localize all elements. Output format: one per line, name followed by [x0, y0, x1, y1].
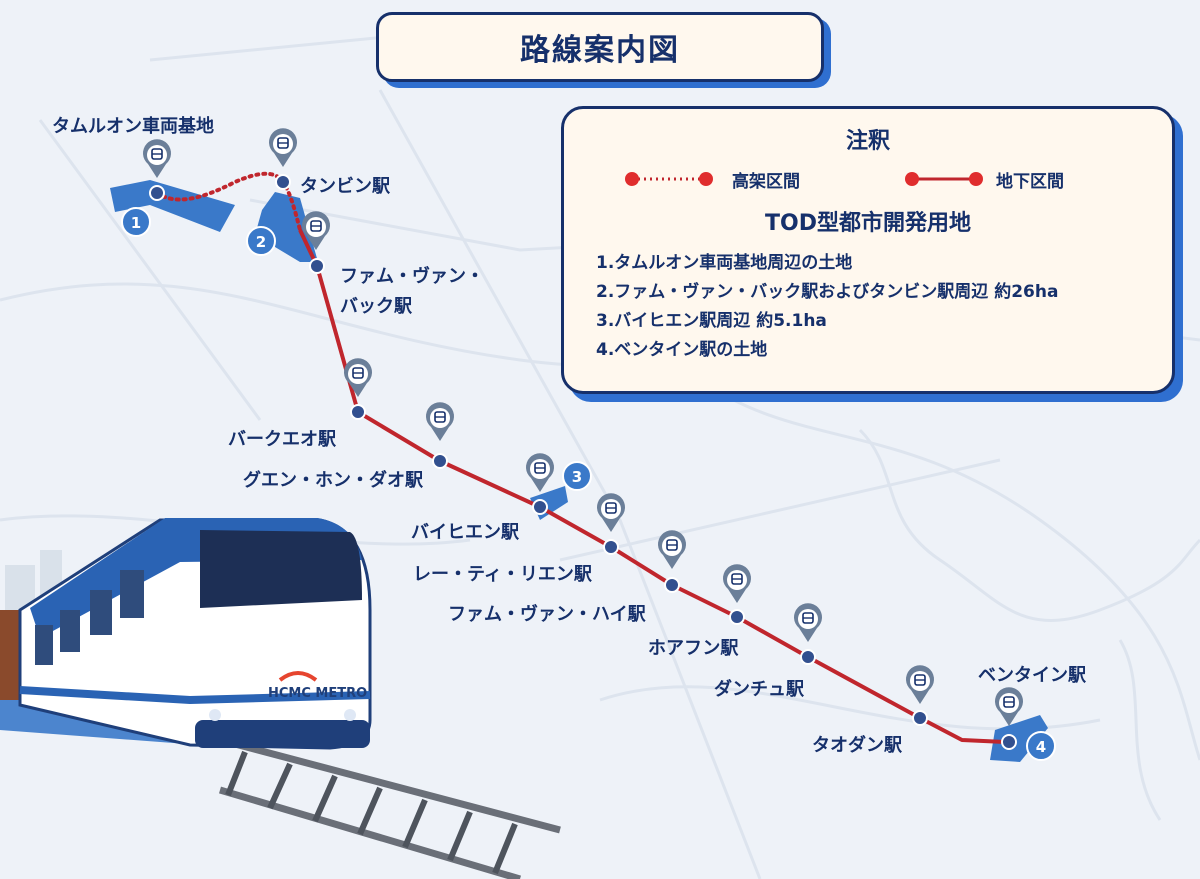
station-label-phamvanhai: ファム・ヴァン・ハイ駅: [448, 604, 646, 625]
tod-areas: [110, 180, 1048, 762]
metro-train-pin-icon: [426, 402, 454, 441]
station-dot-hoahung: [729, 609, 745, 625]
train-stripe: [19, 686, 371, 705]
tod-marker-2: 2: [246, 226, 276, 256]
underground-legend-label: 地下区間: [996, 172, 1064, 192]
tod-area-4: [990, 715, 1048, 762]
tod-marker-3-label: 3: [572, 468, 582, 486]
train-logo-text: HCMC METRO: [268, 686, 367, 701]
tod-marker-4-label: 4: [1036, 738, 1046, 756]
metro-train-pin-icon: [597, 493, 626, 532]
station-dot-nguyenhongdao: [432, 453, 448, 469]
station-label-bayhien: バイヒエン駅: [411, 522, 519, 543]
legend-panel: 注釈 高架区間 地下区間 TOD型都市開発用地 1.タムルオン車両基地周辺の土地…: [561, 106, 1175, 394]
metro-train-pin-icon: [344, 358, 372, 397]
station-dot-baqueo: [350, 404, 366, 420]
elevated-line: [155, 171, 302, 232]
tod-area-2: [255, 192, 318, 262]
page-title: 路線案内図: [520, 33, 680, 68]
underground-legend-line: [905, 172, 983, 186]
station-label-dantru: ダンチュ駅: [714, 679, 804, 700]
tod-markers: 1 2 3 4: [121, 207, 1056, 761]
station-label-line: ファム・ヴァン・: [340, 266, 484, 287]
metro-train-pin-icon: [143, 139, 172, 178]
train-illustration: HCMC METRO: [0, 518, 561, 879]
headlight-right: [344, 709, 356, 721]
station-dot-phamvanhai: [664, 577, 680, 593]
tod-heading: TOD型都市開発用地: [765, 211, 971, 236]
tod-marker-3: 3: [562, 461, 592, 491]
metro-train-pin-icon: [302, 211, 330, 250]
station-dot-benthanh: [1001, 734, 1017, 750]
tod-marker-2-label: 2: [256, 233, 266, 251]
station-label-phamvanbach: ファム・ヴァン・ バック駅: [340, 262, 520, 322]
elevated-legend-line: [625, 172, 713, 186]
tod-marker-4: 4: [1026, 731, 1056, 761]
station-label-baqueo: バークエオ駅: [228, 429, 336, 450]
station-label-hoahung: ホアフン駅: [648, 638, 739, 659]
side-windows: [35, 570, 144, 665]
elevated-legend-label: 高架区間: [732, 172, 800, 192]
station-label-line: バック駅: [340, 296, 412, 317]
tod-list-item: 2.ファム・ヴァン・バック駅およびタンビン駅周辺 約26ha: [596, 282, 1059, 302]
station-dot-phamvanbach: [309, 258, 325, 274]
metro-train-pin-icon: [906, 665, 935, 704]
station-dot-dantru: [800, 649, 816, 665]
tod-list: 1.タムルオン車両基地周辺の土地 2.ファム・ヴァン・バック駅およびタンビン駅周…: [596, 249, 1058, 365]
metro-train-pin-icon: [526, 453, 555, 492]
station-dot-lethirieng: [603, 539, 619, 555]
tod-marker-1: 1: [121, 207, 151, 237]
station-dot-taodan: [912, 710, 928, 726]
tod-list-item: 4.ベンタイン駅の土地: [596, 340, 768, 360]
rail-track: [219, 736, 561, 879]
station-label-nguyenhongdao: グエン・ホン・ダオ駅: [243, 470, 423, 491]
train-bumper: [195, 720, 370, 748]
headlight-left: [209, 709, 221, 721]
train-windscreen: [200, 530, 362, 608]
metro-train-pin-icon: [723, 564, 752, 603]
station-label-taodan: タオダン駅: [812, 735, 902, 756]
station-label-lethirieng: レー・ティ・リエン駅: [413, 564, 592, 585]
station-label-tanbinh: タンビン駅: [300, 176, 390, 197]
metro-train-pin-icon: [794, 603, 822, 642]
station-label-tamluong: タムルオン車両基地: [52, 116, 214, 137]
tod-list-item: 1.タムルオン車両基地周辺の土地: [596, 253, 853, 273]
station-dot-tamluong: [149, 185, 165, 201]
metro-train-pin-icon: [269, 128, 297, 167]
tod-area-1: [110, 180, 235, 232]
tod-list-item: 3.バイヒエン駅周辺 約5.1ha: [596, 311, 827, 331]
station-label-benthanh: ベンタイン駅: [978, 665, 1086, 686]
metro-train-pin-icon: [658, 530, 686, 569]
station-dot-bayhien: [532, 499, 548, 515]
station-dot-tanbinh: [275, 174, 291, 190]
station-pins: [143, 128, 1024, 726]
legend-heading: 注釈: [845, 129, 890, 154]
tod-marker-1-label: 1: [131, 214, 141, 232]
station-dots: [149, 174, 1017, 750]
title-box: 路線案内図: [376, 12, 824, 82]
metro-train-pin-icon: [995, 687, 1024, 726]
train-logo-mark: [278, 671, 318, 682]
